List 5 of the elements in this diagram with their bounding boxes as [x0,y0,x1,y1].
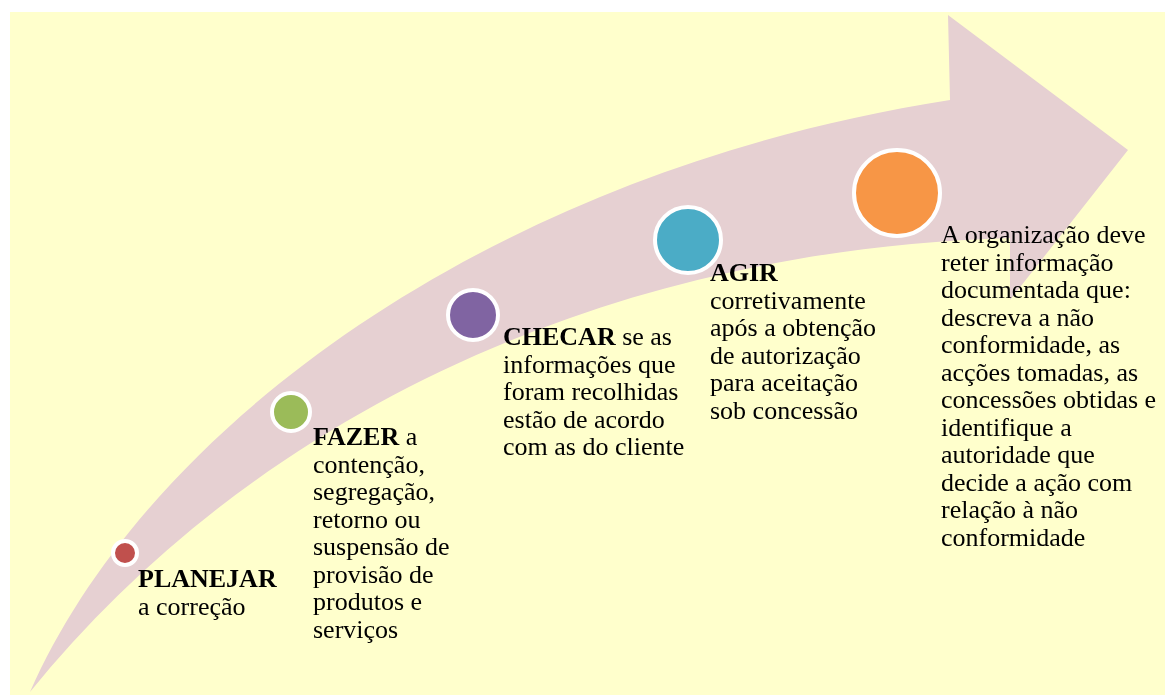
step-text: AGIR corretivamente após a obtenção de autorização para aceitação sob concessão [710,259,878,424]
step-text: FAZER a contenção, segregação, retorno ou suspensão de provisão de produtos e serviços [313,423,451,643]
step-text: CHECAR se as informações que foram recolhidas estão de acordo com as do cliente [503,323,686,461]
step-text: PLANEJAR a correção [138,565,278,620]
step-text: A organização deve reter informação documentada que: descreva a não conformidade, as acções tomadas, as concessões obtidas e identifique a autoridade que decide a ação com relação à não conformidade [941,221,1158,551]
